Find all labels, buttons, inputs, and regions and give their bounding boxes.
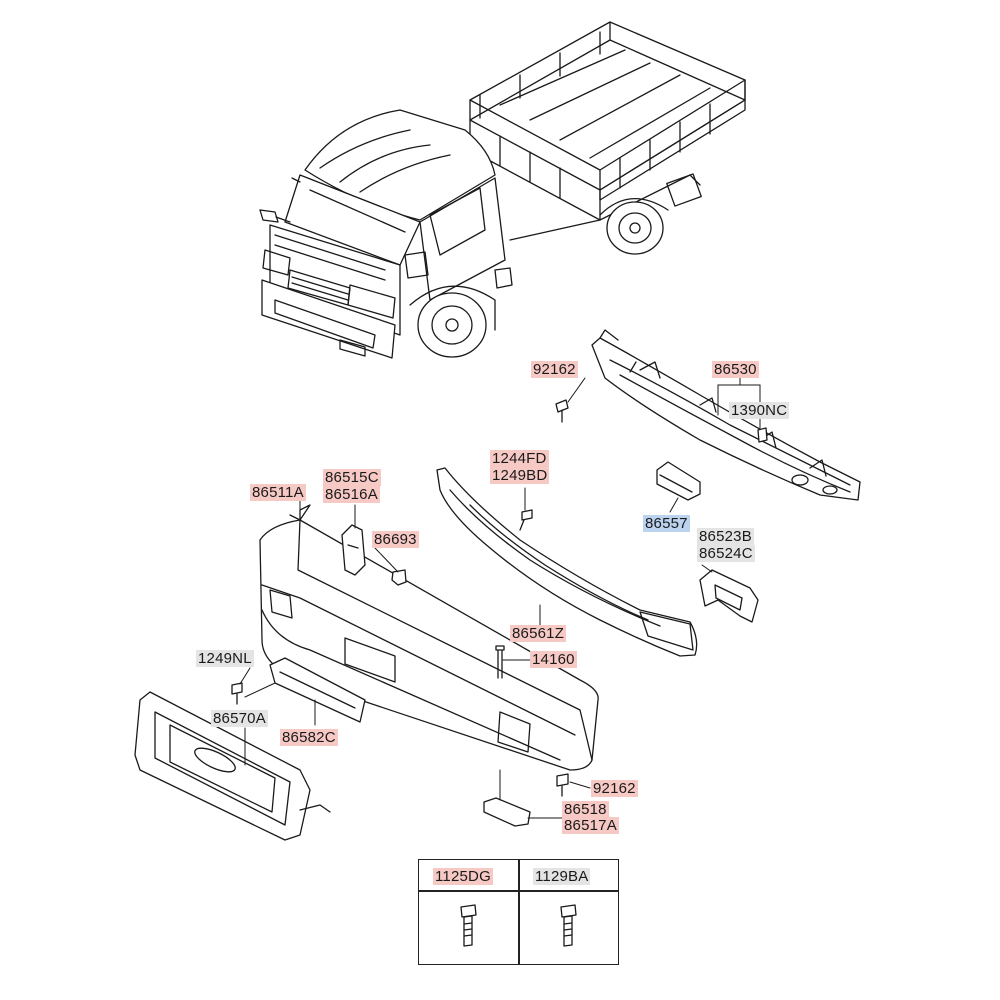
legend-divider-horizontal: [419, 890, 618, 892]
bolt-92162-top: [556, 400, 568, 422]
bracket-86557: [657, 462, 700, 500]
part-label-86511a[interactable]: 86511A: [250, 484, 306, 501]
legend-divider-vertical: [518, 860, 520, 964]
legend-label-1125dg[interactable]: 1125DG: [433, 868, 493, 885]
bolt-1390nc: [758, 428, 767, 442]
part-label-86530[interactable]: 86530: [712, 361, 759, 378]
bolt-1244fd: [520, 510, 532, 530]
bracket-86515c: [342, 525, 365, 575]
part-label-86516a[interactable]: 86516A: [323, 486, 380, 503]
part-label-86524c[interactable]: 86524C: [697, 545, 755, 562]
part-label-14160[interactable]: 14160: [530, 651, 577, 668]
part-label-92162-bottom[interactable]: 92162: [591, 780, 638, 797]
part-label-86517a[interactable]: 86517A: [562, 817, 619, 834]
legend-label-1129ba[interactable]: 1129BA: [533, 868, 591, 885]
part-label-86582c[interactable]: 86582C: [280, 729, 338, 746]
clip-86693: [392, 570, 406, 585]
fastener-legend-table: 1125DG 1129BA: [418, 859, 619, 965]
energy-absorber-86561z: [437, 468, 697, 656]
bracket-86523b: [700, 570, 758, 622]
bolt-1249nl: [232, 683, 242, 704]
part-label-92162-top[interactable]: 92162: [531, 361, 578, 378]
bumper-cover-86511a: [260, 505, 598, 770]
part-label-1390nc[interactable]: 1390NC: [729, 402, 790, 419]
part-label-1249bd[interactable]: 1249BD: [490, 467, 550, 484]
part-label-86557[interactable]: 86557: [643, 515, 690, 532]
bolt-92162-bottom: [557, 774, 568, 796]
part-label-86515c[interactable]: 86515C: [323, 469, 381, 486]
truck-illustration: [260, 22, 745, 358]
plate-bracket-86582c: [270, 658, 365, 722]
bolt-14160: [496, 646, 504, 678]
part-label-1249nl[interactable]: 1249NL: [196, 650, 254, 667]
bumper-beam-86530: [592, 330, 860, 500]
part-label-86570a[interactable]: 86570A: [211, 710, 268, 727]
legend-bolt-1125dg: [461, 905, 476, 946]
part-label-86561z[interactable]: 86561Z: [510, 625, 567, 642]
part-label-86693[interactable]: 86693: [372, 531, 419, 548]
part-label-1244fd[interactable]: 1244FD: [490, 450, 549, 467]
part-label-86523b[interactable]: 86523B: [697, 528, 754, 545]
part-label-86518[interactable]: 86518: [562, 801, 609, 818]
bracket-86518: [484, 798, 530, 826]
legend-bolt-1129ba: [561, 905, 576, 946]
